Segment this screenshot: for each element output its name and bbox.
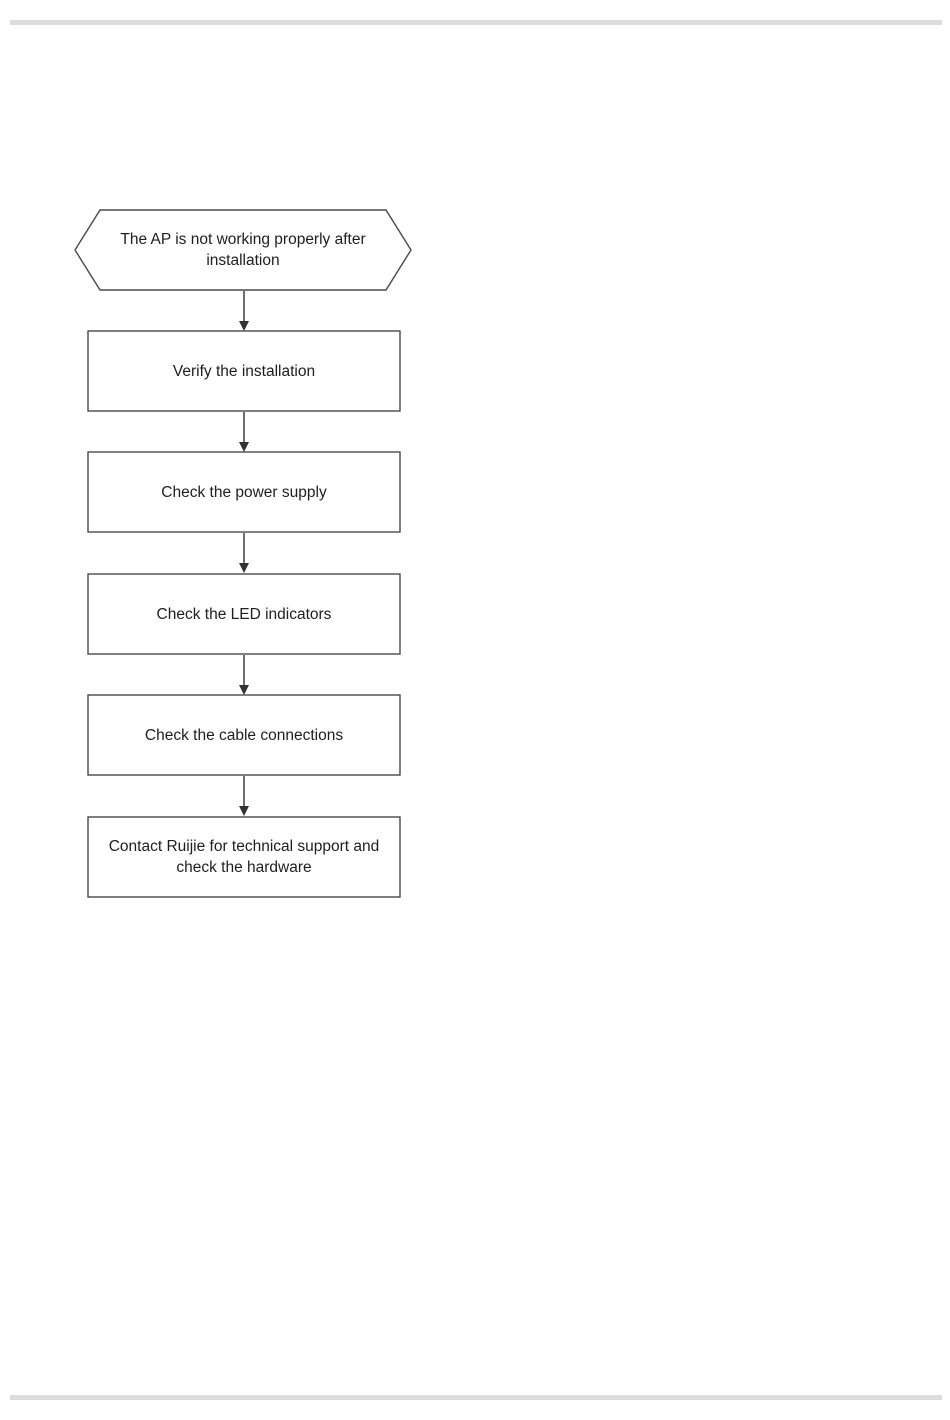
step-5-label: Contact Ruijie for technical support and… (88, 817, 400, 897)
arrowhead-4 (239, 685, 249, 695)
arrowhead-3 (239, 563, 249, 573)
step-1-label: Verify the installation (88, 331, 400, 411)
step-3-line-1: Check the LED indicators (157, 604, 332, 625)
step-2-label: Check the power supply (88, 452, 400, 532)
step-4-label: Check the cable connections (88, 695, 400, 775)
start-node-label: The AP is not working properly after ins… (90, 210, 396, 290)
step-5-line-1: Contact Ruijie for technical support and (109, 836, 380, 857)
footer-rule (10, 1395, 942, 1400)
start-node-line-1: The AP is not working properly after (120, 229, 365, 250)
arrowhead-1 (239, 321, 249, 331)
arrowhead-5 (239, 806, 249, 816)
step-2-line-1: Check the power supply (161, 482, 326, 503)
step-1-line-1: Verify the installation (173, 361, 315, 382)
start-node-line-2: installation (120, 250, 365, 271)
step-4-line-1: Check the cable connections (145, 725, 343, 746)
step-5-line-2: check the hardware (109, 857, 380, 878)
arrowhead-2 (239, 442, 249, 452)
step-3-label: Check the LED indicators (88, 574, 400, 654)
